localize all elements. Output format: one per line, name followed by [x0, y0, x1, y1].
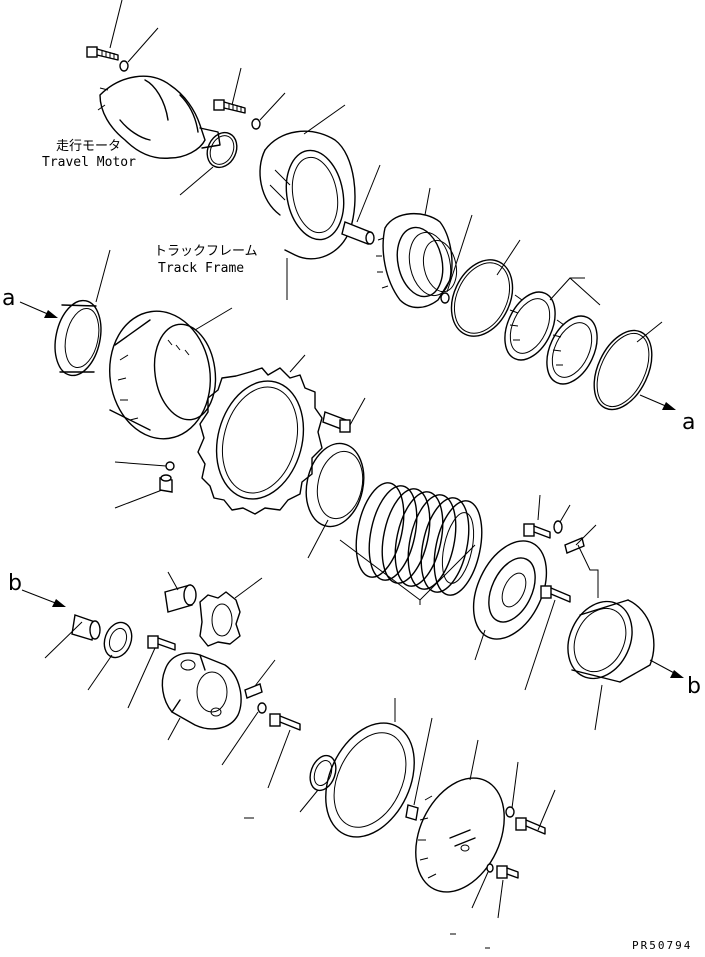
plug-2 [405, 804, 419, 821]
sprocket-bolt [322, 411, 351, 433]
thrust-washer [103, 621, 133, 659]
arrow-b-left [21, 589, 66, 607]
sprocket-hub [108, 310, 217, 440]
small-pin [440, 292, 450, 304]
washer-1 [119, 60, 129, 72]
plate-stack [355, 482, 483, 596]
washer-3 [553, 520, 563, 534]
reference-a-left: a [2, 286, 16, 311]
cover-plate [415, 777, 505, 893]
track-frame-label-en: Track Frame [158, 261, 245, 276]
washer-2 [251, 118, 261, 130]
o-ring-motor [206, 131, 238, 169]
washer-5 [505, 806, 515, 818]
spacer-ring [309, 754, 337, 792]
planet-carrier [161, 652, 242, 730]
track-frame-housing [259, 130, 356, 260]
bearing-pair [504, 291, 598, 385]
planet-gear [199, 591, 241, 647]
arrow-a-right [639, 394, 676, 410]
bolt-7 [515, 817, 546, 835]
ring-gear-lower [325, 722, 415, 838]
bolt-5 [147, 635, 176, 651]
arrow-a-left [19, 301, 58, 318]
sprocket [197, 367, 323, 515]
plug [165, 461, 175, 471]
pin-small-2 [244, 683, 263, 699]
arrow-b-right [649, 659, 684, 678]
washer-4 [257, 702, 267, 714]
ring-gear [567, 599, 655, 683]
hub-assembly [376, 212, 458, 309]
small-ball [486, 863, 494, 873]
bolt-8 [496, 865, 519, 879]
bolt-1 [86, 46, 119, 61]
planet-pin [164, 584, 197, 613]
travel-motor-label-en: Travel Motor [42, 155, 136, 170]
o-ring-right-2 [593, 329, 653, 411]
shaft-pin [341, 221, 375, 245]
drawing-code: PR50794 [632, 939, 693, 952]
floating-seal [54, 299, 102, 377]
track-frame-label-jp: トラックフレーム [154, 244, 258, 259]
grease-fitting [159, 474, 173, 493]
ring-gear-bearing [305, 442, 365, 528]
reference-a-right: a [682, 410, 696, 435]
bolt-3 [523, 523, 551, 539]
travel-motor-label-jp: 走行モータ [56, 139, 122, 154]
bolt-6 [269, 713, 301, 731]
o-ring-right-1 [450, 259, 514, 337]
travel-motor-part [97, 75, 221, 159]
bolt-2 [213, 99, 246, 114]
bolt-4 [540, 585, 571, 603]
reference-b-left: b [8, 571, 22, 596]
drive-shaft [71, 614, 101, 641]
reference-b-right: b [687, 674, 701, 699]
planet-gear-disc [472, 540, 548, 640]
leader-lines [44, 0, 663, 949]
